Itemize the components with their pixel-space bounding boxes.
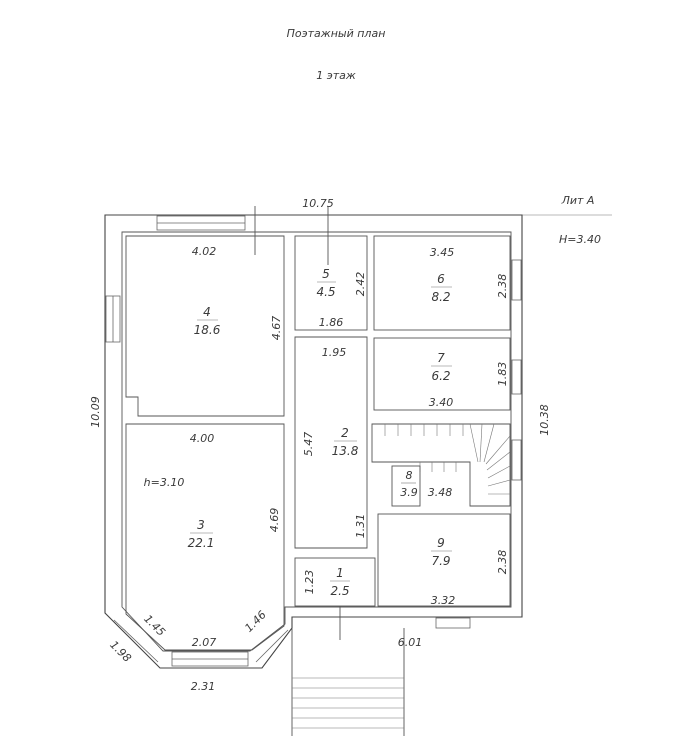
room-5-area: 4.5 xyxy=(316,285,335,299)
dim-top-width: 10.75 xyxy=(302,197,334,210)
dim-right-height: 10.38 xyxy=(538,404,551,436)
dim-bay-bottom: 2.31 xyxy=(191,680,216,693)
room-7-dim-bottom: 3.40 xyxy=(429,396,454,409)
room-7-dim-right: 1.83 xyxy=(496,362,509,387)
room-3-area: 22.1 xyxy=(188,536,215,550)
lit-label: Лит А xyxy=(561,194,595,207)
inner-wall-outline xyxy=(121,231,512,652)
room-7-outline xyxy=(373,337,511,411)
room-1-outline xyxy=(294,557,376,607)
room-2-area: 13.8 xyxy=(332,444,359,458)
room-2-number: 2 xyxy=(341,426,349,440)
room-7-area: 6.2 xyxy=(431,369,450,383)
window-right-stair xyxy=(511,439,522,481)
height-label: Н=3.40 xyxy=(559,233,601,246)
room-6-dim-top: 3.45 xyxy=(430,246,455,259)
room-3-dim-bay-right: 1.46 xyxy=(242,608,269,635)
room-4-outline xyxy=(125,235,285,417)
room-8-dim-right: 3.48 xyxy=(428,486,453,499)
room-6-dim-right: 2.38 xyxy=(496,274,509,299)
room-3-dim-right: 4.69 xyxy=(268,508,281,533)
room-3-dim-bay-bottom: 2.07 xyxy=(192,636,217,649)
room-4-area: 18.6 xyxy=(194,323,221,337)
room-9-dim-bottom: 3.32 xyxy=(431,594,456,607)
room-9-dim-right: 2.38 xyxy=(496,550,509,575)
room-2-dim-right: 1.31 xyxy=(354,514,367,539)
room-6-area: 8.2 xyxy=(431,290,450,304)
room-3-outline xyxy=(125,423,285,651)
room-1-dim: 1.23 xyxy=(303,570,316,595)
room-8-outline xyxy=(391,465,421,507)
room-3-number: 3 xyxy=(197,518,205,532)
room-1-area: 2.5 xyxy=(330,584,349,598)
room-5-dim-right: 2.42 xyxy=(354,272,367,297)
plan-title: Поэтажный план xyxy=(287,27,386,40)
room-2-dim-top: 1.95 xyxy=(322,346,347,359)
room-9-outline xyxy=(377,513,511,607)
room-8-number: 8 xyxy=(406,469,413,482)
room-3-dim-top: 4.00 xyxy=(190,432,215,445)
room-4-dim-top: 4.02 xyxy=(192,245,217,258)
room-3-ceiling: h=3.10 xyxy=(144,476,185,489)
room-4-number: 4 xyxy=(203,305,211,319)
dim-bottom-width: 6.01 xyxy=(398,636,423,649)
room-5-dim-bottom: 1.86 xyxy=(319,316,344,329)
floor-label: 1 этаж xyxy=(316,69,356,82)
window-bay-left xyxy=(113,619,159,663)
window-right-room6 xyxy=(511,259,522,301)
room-3-dim-bay-left: 1.45 xyxy=(141,612,168,639)
entrance-porch xyxy=(291,606,471,736)
dim-bay-side-left: 1.98 xyxy=(107,638,134,665)
room-5-outline xyxy=(294,235,368,331)
window-right-room7 xyxy=(511,359,522,395)
room-2-dim-left: 5.47 xyxy=(302,432,315,457)
room-1-number: 1 xyxy=(336,566,344,580)
room-8-area: 3.9 xyxy=(400,486,418,499)
room-6-number: 6 xyxy=(437,272,445,286)
room-9-number: 9 xyxy=(437,536,445,550)
room-7-number: 7 xyxy=(437,351,445,365)
room-2-outline xyxy=(294,336,368,549)
room-4-dim-right: 4.67 xyxy=(270,316,283,341)
dim-left-height: 10.09 xyxy=(89,396,102,428)
room-6-outline xyxy=(373,235,511,331)
room-9-area: 7.9 xyxy=(431,554,450,568)
window-bay-right xyxy=(255,629,289,663)
room-5-number: 5 xyxy=(322,267,330,281)
